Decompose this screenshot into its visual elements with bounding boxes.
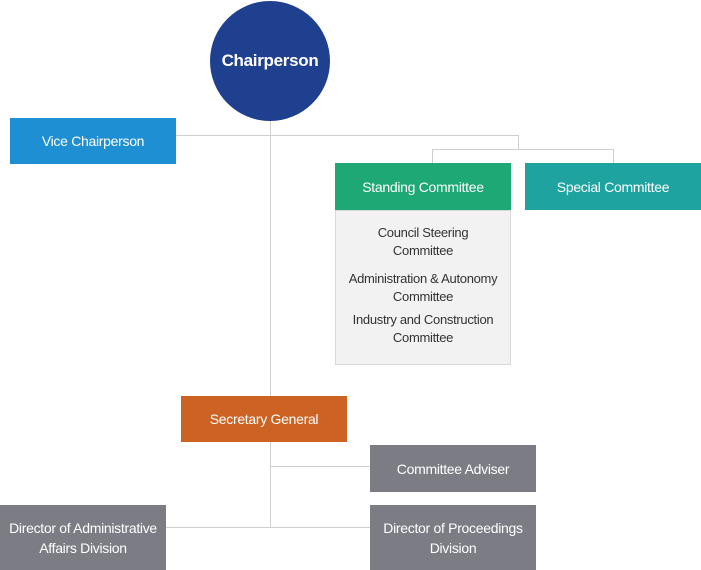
vice-horizontal-connector: [176, 135, 519, 136]
standing-subcommittee-list: Council Steering Committee Administratio…: [335, 210, 511, 365]
special-drop-connector: [613, 149, 614, 163]
standing-committee-node: Standing Committee: [335, 163, 511, 210]
director-proceedings-label: Director of Proceedings Division: [383, 519, 523, 556]
subcommittee-item-council-steering: Council Steering Committee: [377, 225, 469, 258]
special-committee-label: Special Committee: [556, 178, 670, 195]
adviser-connector: [270, 466, 370, 467]
committee-horizontal-connector: [432, 149, 614, 150]
standing-drop-connector: [432, 149, 433, 163]
division-horizontal-connector: [166, 527, 370, 528]
special-committee-node: Special Committee: [525, 163, 701, 210]
subcommittee-item-administration-autonomy: Administration & Autonomy Committee: [348, 271, 498, 304]
committee-adviser-node: Committee Adviser: [370, 445, 536, 492]
main-vertical-connector: [270, 120, 271, 528]
director-proceedings-node: Director of Proceedings Division: [370, 505, 536, 570]
committee-drop-connector: [518, 135, 519, 149]
director-administrative-affairs-label: Director of Administrative Affairs Divis…: [9, 519, 157, 556]
committee-adviser-label: Committee Adviser: [396, 460, 510, 477]
chairperson-label: Chairperson: [221, 51, 319, 70]
vice-chairperson-label: Vice Chairperson: [41, 133, 145, 149]
vice-chairperson-node: Vice Chairperson: [10, 118, 176, 164]
secretary-general-label: Secretary General: [209, 411, 319, 427]
secretary-general-node: Secretary General: [181, 396, 347, 442]
director-administrative-affairs-node: Director of Administrative Affairs Divis…: [0, 505, 166, 570]
standing-committee-label: Standing Committee: [362, 178, 484, 195]
subcommittee-item-industry-construction: Industry and Construction Committee: [352, 312, 494, 345]
chairperson-node: Chairperson: [210, 1, 330, 121]
